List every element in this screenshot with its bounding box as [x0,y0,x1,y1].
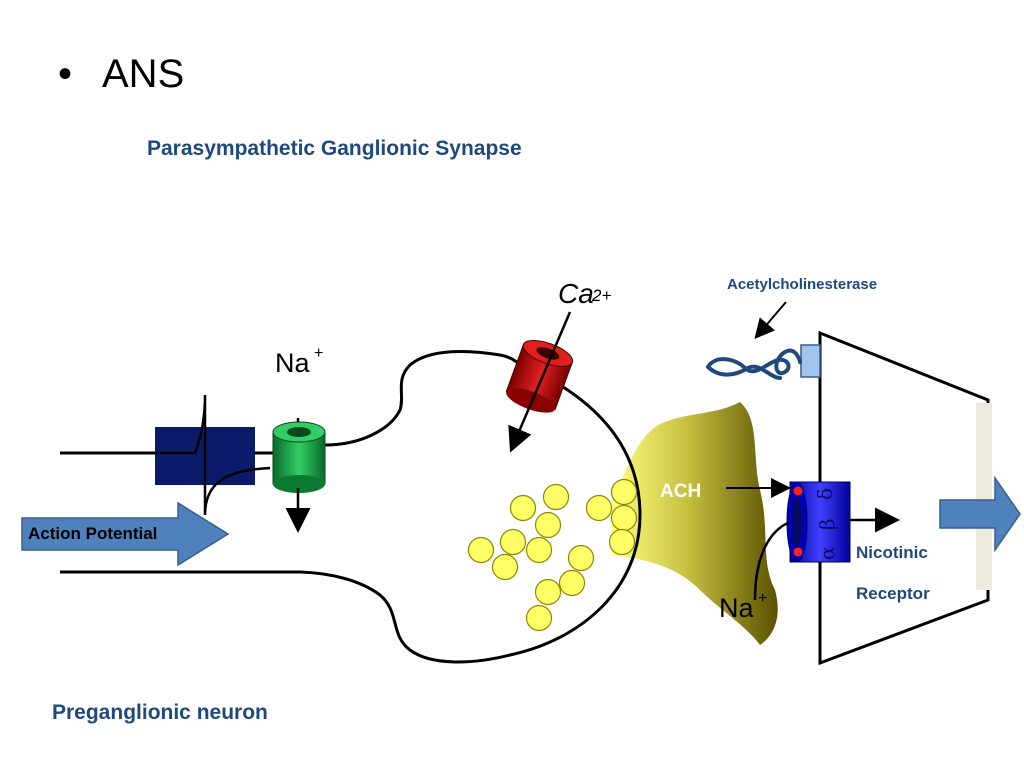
acetylcholine-label: ACH [660,481,701,502]
sodium-channel [272,418,326,533]
beta-subunit-label: β [815,518,839,530]
sodium-charge-right: + [758,590,767,607]
receptor-label-line2: Receptor [856,584,930,603]
calcium-channel [505,339,574,413]
heading-row: • ANS [58,52,184,97]
sodium-influx-curve [753,520,791,601]
action-potential-arrow [21,501,230,567]
alpha-subunit-label: α [815,546,839,560]
calcium-label: Ca [558,278,594,309]
sodium-label-right: Na [719,593,754,623]
cell-membrane-strip [976,403,992,590]
bullet-icon: • [58,52,73,96]
action-potential-label: Action Potential [28,524,157,543]
acetylcholinesterase-label: Acetylcholinesterase [727,276,877,293]
acetylcholinesterase-anchor [800,344,821,378]
slide-heading: ANS [102,52,185,96]
vesicle-group [467,478,638,632]
delta-subunit-label: δ [813,488,837,500]
signal-output-arrow [939,475,1021,553]
sodium-charge-left: + [314,345,323,362]
calcium-charge: 2+ [591,286,611,305]
neuron-label: Preganglionic neuron [52,701,268,724]
action-potential-trace [60,394,271,516]
slide-subtitle: Parasympathetic Ganglionic Synapse [147,137,522,160]
nicotinic-receptor [786,481,900,563]
acetylcholinesterase-enzyme [706,348,802,380]
sodium-label-left: Na [275,348,310,378]
acetylcholine-cloud [612,402,778,645]
terminal-membrane [60,383,642,664]
receptor-label-line1: Nicotinic [856,543,928,562]
enzyme-pointer-arrow [754,301,787,340]
calcium-influx-arrow [508,311,572,453]
